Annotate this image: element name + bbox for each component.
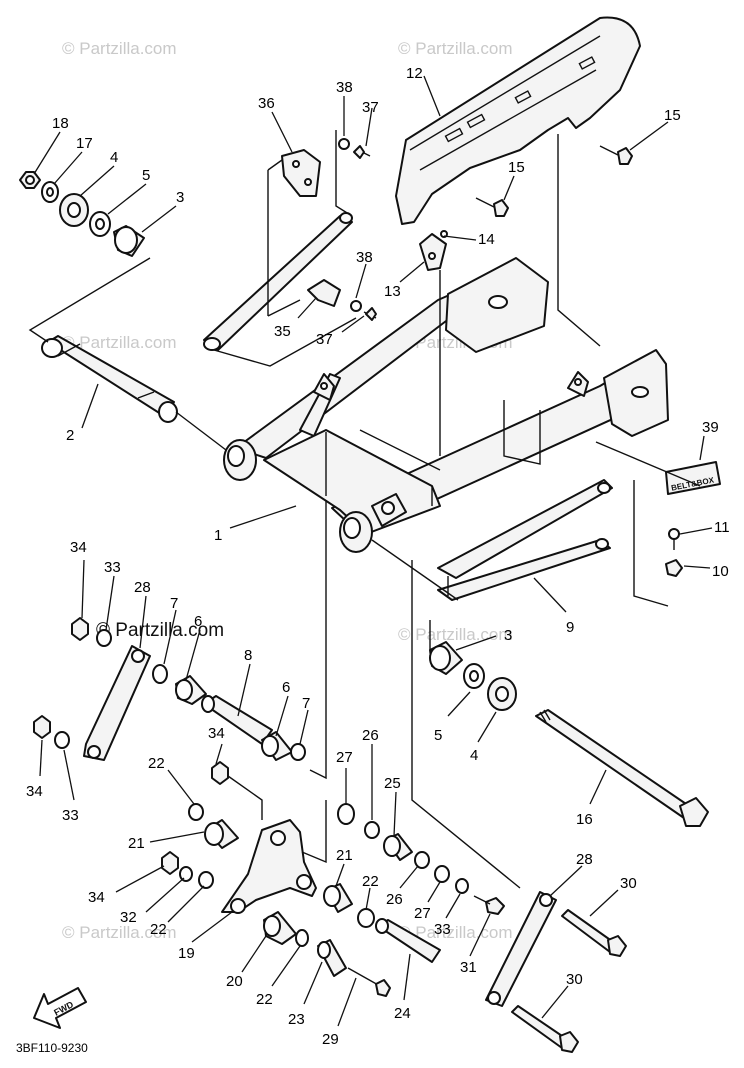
callout-15: 15 bbox=[664, 107, 681, 124]
rear-shaft-bolt bbox=[535, 709, 709, 827]
callout-4: 4 bbox=[110, 149, 118, 166]
callout-15: 15 bbox=[508, 159, 525, 176]
callout-22: 22 bbox=[256, 991, 273, 1008]
callout-35: 35 bbox=[274, 323, 291, 340]
small-screws bbox=[338, 138, 377, 321]
pivot-shaft bbox=[41, 335, 178, 423]
callout-29: 29 bbox=[322, 1031, 339, 1048]
callout-17: 17 bbox=[76, 135, 93, 152]
guard-bolts bbox=[475, 145, 633, 217]
watermark: © Partzilla.com bbox=[62, 39, 177, 58]
callout-27: 27 bbox=[414, 905, 431, 922]
callout-4: 4 bbox=[470, 747, 478, 764]
callout-22: 22 bbox=[148, 755, 165, 772]
callout-32: 32 bbox=[120, 909, 137, 926]
callout-18: 18 bbox=[52, 115, 69, 132]
callout-26: 26 bbox=[386, 891, 403, 908]
drawing-code: 3BF110-9230 bbox=[16, 1041, 88, 1055]
callout-9: 9 bbox=[566, 619, 574, 636]
callout-33: 33 bbox=[62, 807, 79, 824]
fwd-arrow-icon: FWD bbox=[33, 987, 87, 1029]
watermark: © Partzilla.com bbox=[398, 625, 513, 644]
linkage-left bbox=[33, 617, 306, 785]
callout-34: 34 bbox=[208, 725, 225, 742]
chain-guard bbox=[395, 16, 641, 225]
callout-31: 31 bbox=[460, 959, 477, 976]
callout-36: 36 bbox=[258, 95, 275, 112]
callout-25: 25 bbox=[384, 775, 401, 792]
callout-20: 20 bbox=[226, 973, 243, 990]
chain-adjuster bbox=[419, 230, 448, 271]
callout-6: 6 bbox=[194, 613, 202, 630]
decal: BELT&BOX bbox=[665, 461, 721, 495]
callout-38: 38 bbox=[336, 79, 353, 96]
callout-22: 22 bbox=[150, 921, 167, 938]
callout-16: 16 bbox=[576, 811, 593, 828]
watermark: © Partzilla.com bbox=[62, 333, 177, 352]
callout-8: 8 bbox=[244, 647, 252, 664]
callout-14: 14 bbox=[478, 231, 495, 248]
callout-26: 26 bbox=[362, 727, 379, 744]
linkage-right bbox=[485, 891, 627, 1053]
callout-34: 34 bbox=[70, 539, 87, 556]
watermark-highlight: © Partzilla.com bbox=[96, 620, 224, 641]
callout-11: 11 bbox=[714, 519, 730, 536]
callout-1: 1 bbox=[214, 527, 222, 544]
watermark: © Partzilla.com bbox=[62, 923, 177, 942]
callout-5: 5 bbox=[142, 167, 150, 184]
callout-34: 34 bbox=[26, 783, 43, 800]
swingarm bbox=[223, 257, 669, 553]
callout-30: 30 bbox=[620, 875, 637, 892]
callout-34: 34 bbox=[88, 889, 105, 906]
watermark-layer: © Partzilla.com © Partzilla.com © Partzi… bbox=[62, 39, 513, 942]
callout-13: 13 bbox=[384, 283, 401, 300]
callout-33: 33 bbox=[104, 559, 121, 576]
callout-leaders bbox=[33, 75, 713, 1027]
watermark: © Partzilla.com bbox=[398, 39, 513, 58]
callout-30: 30 bbox=[566, 971, 583, 988]
callout-28: 28 bbox=[134, 579, 151, 596]
callout-6: 6 bbox=[282, 679, 290, 696]
callout-33: 33 bbox=[434, 921, 451, 938]
callout-21: 21 bbox=[128, 835, 145, 852]
callout-3: 3 bbox=[504, 627, 512, 644]
callout-3: 3 bbox=[176, 189, 184, 206]
callout-19: 19 bbox=[178, 945, 195, 962]
pivot-bushing-stack-top bbox=[19, 171, 145, 257]
callout-22: 22 bbox=[362, 873, 379, 890]
callout-10: 10 bbox=[712, 563, 729, 580]
callout-7: 7 bbox=[302, 695, 310, 712]
callout-7: 7 bbox=[170, 595, 178, 612]
decal-screws bbox=[665, 528, 683, 577]
callout-12: 12 bbox=[406, 65, 423, 82]
callout-24: 24 bbox=[394, 1005, 411, 1022]
chain-slider bbox=[437, 479, 613, 601]
callout-21: 21 bbox=[336, 847, 353, 864]
callout-38: 38 bbox=[356, 249, 373, 266]
center-bushings bbox=[323, 803, 505, 963]
reference-lines bbox=[28, 130, 701, 889]
callout-39: 39 bbox=[702, 419, 719, 436]
callout-28: 28 bbox=[576, 851, 593, 868]
callout-27: 27 bbox=[336, 749, 353, 766]
relay-arm bbox=[161, 803, 391, 997]
callout-23: 23 bbox=[288, 1011, 305, 1028]
lower-bushings-right bbox=[429, 641, 517, 711]
callout-37: 37 bbox=[316, 331, 333, 348]
callout-2: 2 bbox=[66, 427, 74, 444]
callout-5: 5 bbox=[434, 727, 442, 744]
callout-labels: 18 17 4 5 3 2 1 36 38 37 12 15 15 14 13 … bbox=[26, 65, 730, 1048]
chain-puller-bar bbox=[203, 149, 353, 351]
callout-37: 37 bbox=[362, 99, 379, 116]
